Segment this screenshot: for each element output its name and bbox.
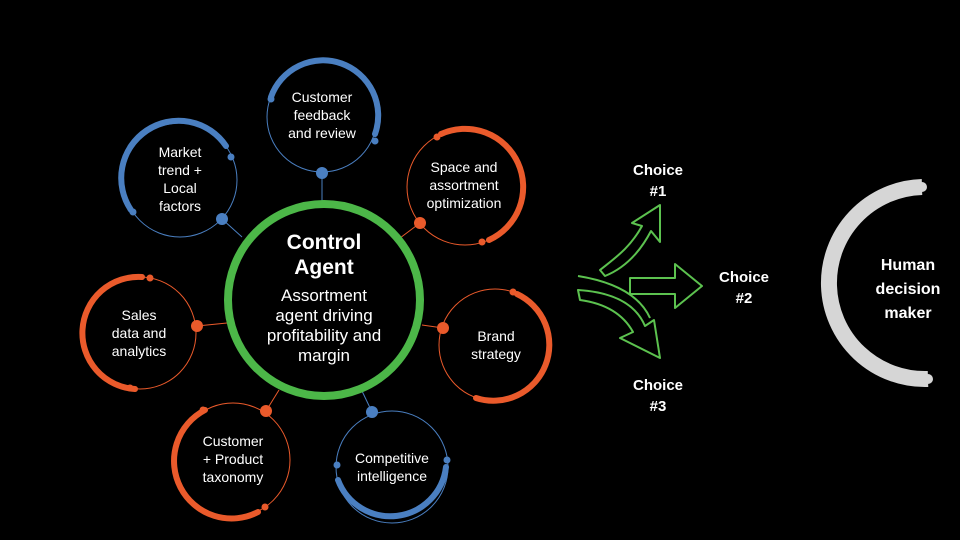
- node-dot: [443, 456, 451, 464]
- node-arc: [268, 57, 382, 137]
- node-anchor: [216, 213, 228, 225]
- node-dot: [261, 503, 269, 511]
- control-agent-ring: [224, 200, 424, 400]
- node-dot: [509, 288, 517, 296]
- node-anchor: [366, 406, 378, 418]
- node-customer-product-taxonomy: [171, 402, 291, 522]
- node-anchor: [260, 405, 272, 417]
- node-customer-feedback: [266, 57, 382, 179]
- node-arc: [473, 291, 553, 404]
- node-dot: [371, 137, 379, 145]
- node-market-trend: [118, 117, 238, 238]
- label-competitive-intelligence: Competitive intelligence: [355, 450, 429, 484]
- node-arc: [171, 407, 261, 522]
- label-choice-3: Choice #3: [632, 377, 684, 415]
- node-dot: [129, 208, 137, 216]
- arrow-choice-2: [629, 263, 703, 309]
- label-sales-data: Sales data and analytics: [111, 307, 167, 359]
- human-decision-ring: [820, 179, 933, 388]
- node-anchor: [414, 217, 426, 229]
- node-dot: [333, 461, 341, 469]
- node-space-assortment: [406, 125, 527, 246]
- node-dot: [126, 384, 134, 392]
- control-agent-subtitle: Assortment agent driving profitability a…: [266, 286, 382, 365]
- label-customer-feedback: Customer feedback and review: [288, 89, 356, 141]
- arrow-choice-3: [577, 289, 661, 359]
- label-brand-strategy: Brand strategy: [471, 328, 521, 362]
- node-sales-data: [79, 273, 203, 392]
- label-human-decision-maker: Human decision maker: [875, 257, 941, 322]
- human-arc: [820, 179, 929, 388]
- label-choice-2: Choice #2: [718, 269, 770, 307]
- human-dot: [923, 374, 933, 384]
- control-agent-title: Control Agent: [286, 231, 362, 279]
- node-dot: [478, 238, 486, 246]
- label-market-trend: Market trend + Local factors: [158, 144, 202, 214]
- node-arc: [438, 125, 527, 243]
- node-dot: [267, 95, 275, 103]
- choice-arrows: [577, 204, 703, 359]
- label-choice-1: Choice #1: [632, 162, 684, 200]
- node-anchor: [316, 167, 328, 179]
- node-competitive-intelligence: [333, 406, 451, 524]
- node-arc: [118, 117, 229, 213]
- node-arc: [335, 464, 449, 520]
- node-arc: [79, 273, 145, 392]
- arrow-choice-3-tail: [577, 275, 651, 319]
- arrow-choice-1: [599, 204, 661, 277]
- node-anchor: [437, 322, 449, 334]
- human-dot: [917, 182, 927, 192]
- node-dot: [146, 274, 154, 282]
- node-anchor: [191, 320, 203, 332]
- node-brand-strategy: [437, 288, 553, 404]
- node-dot: [433, 133, 441, 141]
- node-dot: [199, 406, 207, 414]
- label-space-assortment: Space and assortment optimization: [426, 159, 502, 211]
- node-dot: [227, 153, 235, 161]
- label-customer-product-taxonomy: Customer + Product taxonomy: [202, 433, 264, 485]
